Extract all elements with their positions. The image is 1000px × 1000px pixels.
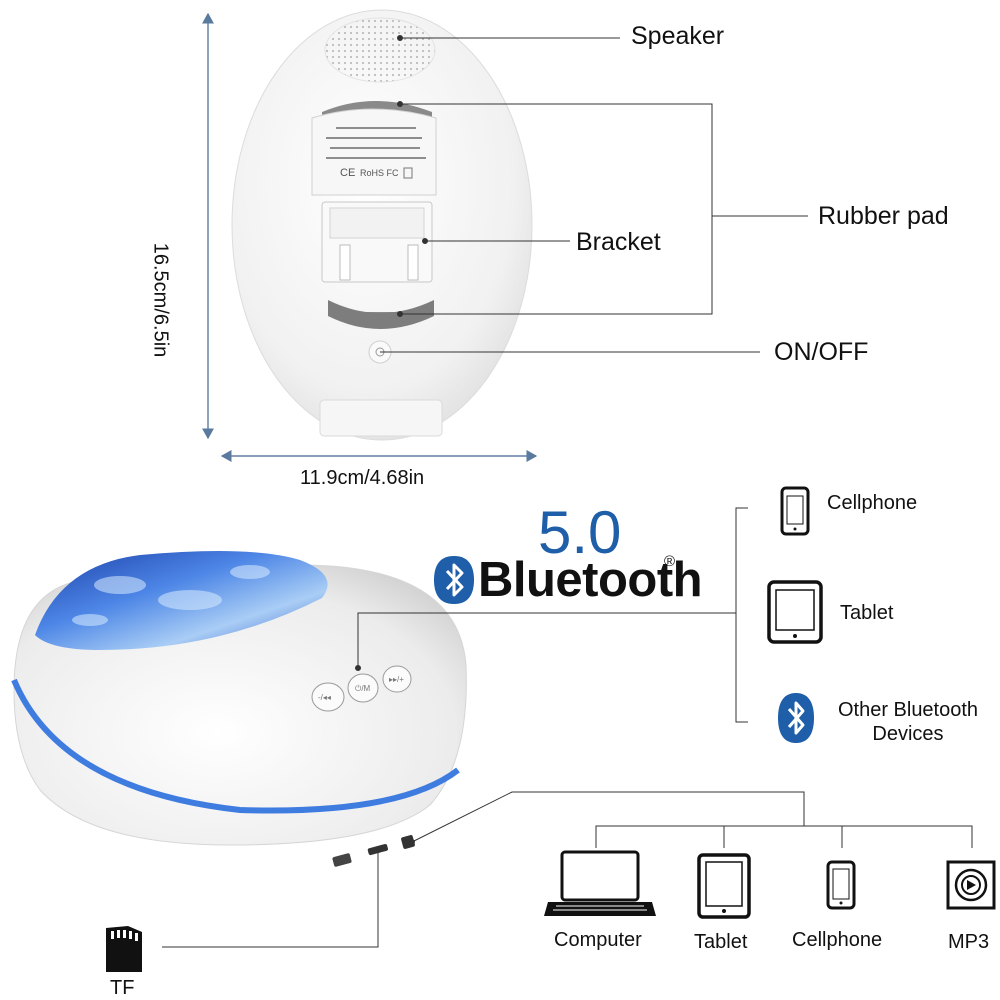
device-tablet-label: Tablet — [840, 602, 894, 624]
front-view-device: -/◂◂ ⏻/M ▸▸/+ — [11, 551, 467, 867]
aux-cellphone-label: Cellphone — [792, 929, 883, 951]
speaker-grille — [324, 17, 436, 83]
on-off-label: ON/OFF — [774, 338, 869, 366]
dimension-arrows — [202, 12, 538, 462]
laptop-icon — [544, 850, 656, 916]
sd-card-icon — [106, 926, 142, 972]
bracket-label: Bracket — [576, 228, 661, 256]
device-cellphone-label: Cellphone — [827, 492, 918, 514]
mp3-icon — [946, 860, 996, 910]
aux-computer-label: Computer — [554, 929, 642, 951]
control-buttons — [311, 665, 412, 712]
svg-text:▸▸/+: ▸▸/+ — [389, 675, 404, 684]
svg-text:-/◂◂: -/◂◂ — [318, 693, 331, 702]
registered-mark: ® — [664, 553, 676, 570]
svg-text:RoHS FC: RoHS FC — [360, 168, 399, 178]
callout-lines-bottom — [162, 507, 973, 948]
cellphone-icon — [780, 486, 810, 536]
blue-led-ring — [11, 678, 460, 814]
aux-mp3-label: MP3 — [948, 931, 990, 953]
callout-lines-top — [380, 35, 808, 353]
back-view-device: CE RoHS FC — [231, 9, 533, 441]
cellphone-icon — [826, 860, 856, 910]
width-dimension: 11.9cm/4.68in — [300, 467, 425, 489]
tablet-icon — [697, 853, 751, 919]
height-dimension: 16.5cm/6.5in — [149, 242, 172, 358]
bluetooth-version: 5.0 — [538, 499, 622, 566]
device-other-bluetooth-label: Other Bluetooth Devices — [822, 698, 994, 746]
tablet-icon — [767, 580, 823, 644]
device-other-line2: Devices — [872, 723, 944, 745]
device-other-line1: Other Bluetooth — [837, 699, 979, 721]
bluetooth-brand: Bluetooth — [478, 553, 703, 607]
bluetooth-icon — [778, 693, 814, 743]
speaker-label: Speaker — [631, 22, 725, 50]
bluetooth-logo-icon — [434, 556, 474, 604]
aux-tablet-label: Tablet — [694, 931, 748, 953]
svg-text:CE: CE — [340, 167, 355, 179]
tf-card-label: TF — [110, 977, 135, 999]
rubber-pad-label: Rubber pad — [818, 202, 949, 230]
product-label — [311, 108, 437, 196]
svg-text:⏻/M: ⏻/M — [355, 684, 371, 693]
